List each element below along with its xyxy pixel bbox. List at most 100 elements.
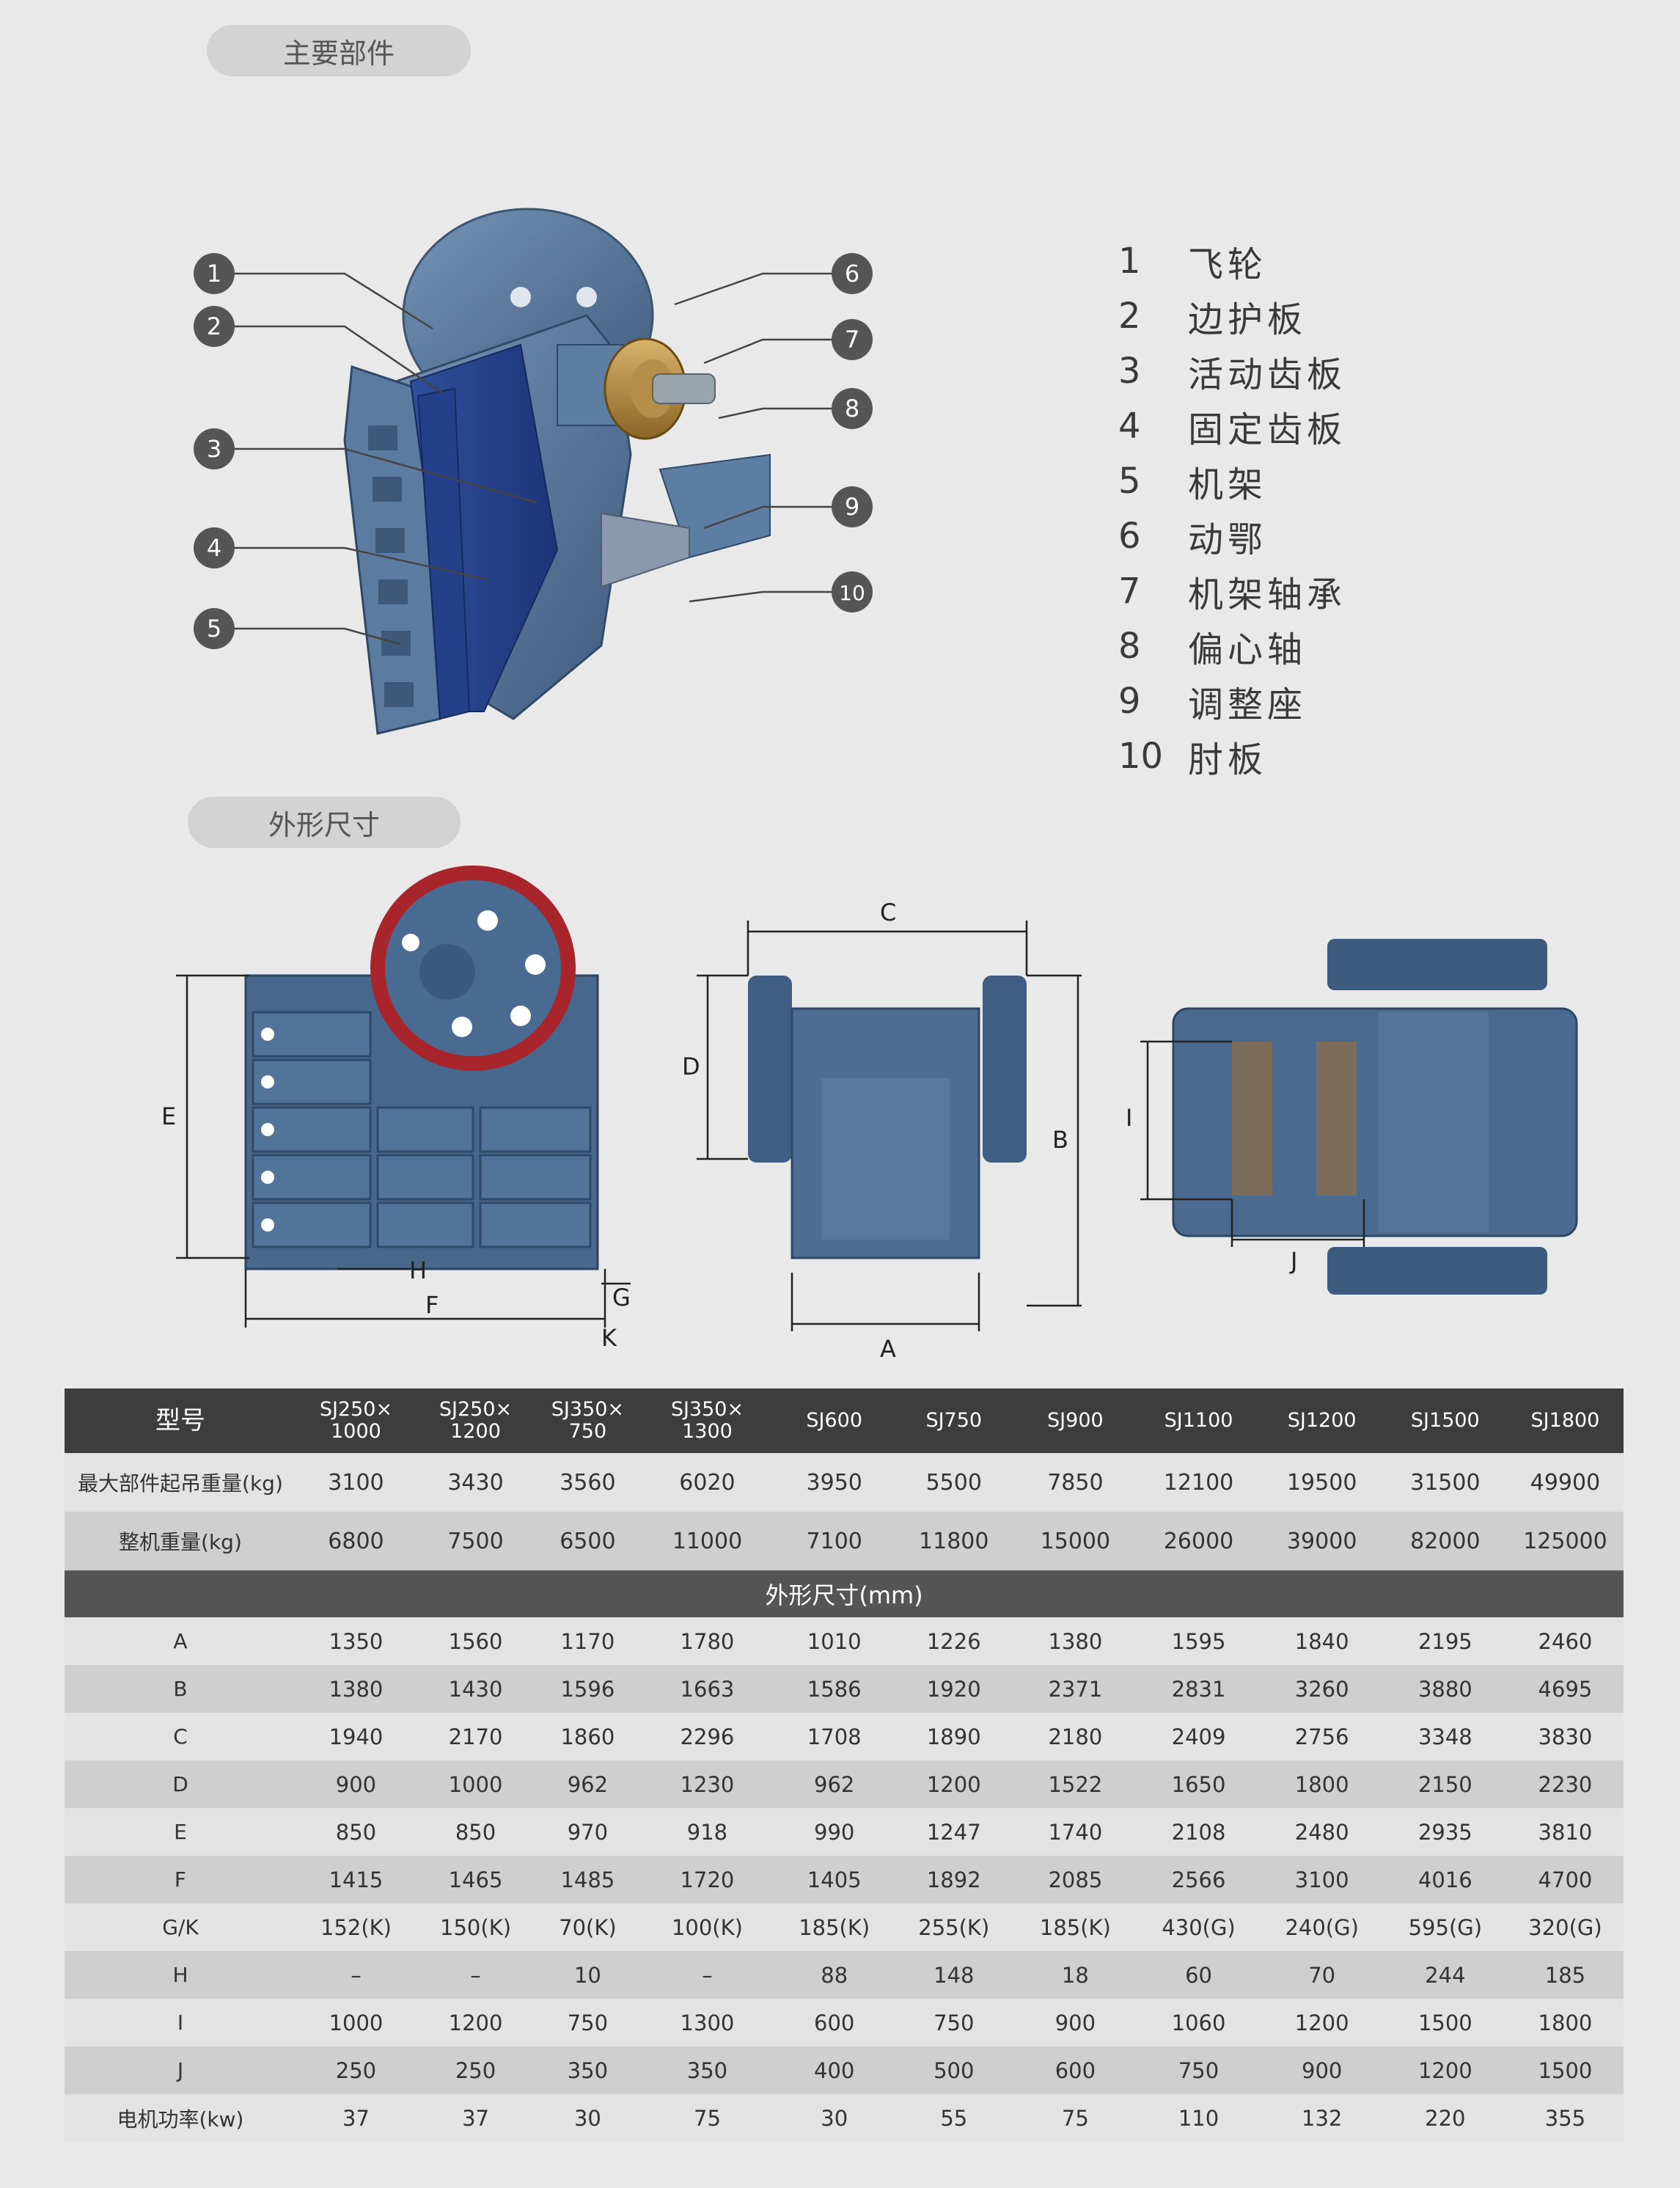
row-label: A (65, 1617, 296, 1665)
table-cell: 250 (416, 2046, 536, 2094)
table-cell: 3950 (774, 1453, 895, 1512)
jaw-crusher-illustration: 1 2 3 4 5 6 7 8 9 10 (194, 208, 873, 735)
table-cell: 2195 (1383, 1617, 1507, 1665)
dim-label-c: C (880, 899, 896, 926)
dim-label-b: B (1052, 1126, 1068, 1154)
table-cell: 75 (1013, 2094, 1137, 2142)
table-cell: 600 (774, 1999, 895, 2046)
svg-text:10: 10 (839, 581, 865, 605)
table-cell: 132 (1260, 2094, 1384, 2142)
table-cell: 1226 (894, 1617, 1014, 1665)
subheader-row: 外形尺寸(mm) (65, 1570, 1624, 1617)
table-cell: 350 (639, 2046, 775, 2094)
header-label: 型号 (65, 1388, 296, 1453)
table-cell: 244 (1383, 1951, 1507, 1999)
callout-markers: 1 2 3 4 5 6 7 8 9 10 (194, 253, 873, 649)
table-cell: 2085 (1013, 1856, 1137, 1903)
table-cell: 2409 (1137, 1713, 1261, 1760)
table-cell: 4695 (1506, 1665, 1624, 1713)
front-view-drawing: C D B A (682, 899, 1082, 1363)
table-cell: 185 (1506, 1951, 1624, 1999)
table-cell: 1780 (639, 1617, 775, 1665)
table-cell: 1586 (774, 1665, 895, 1713)
table-cell: 850 (296, 1808, 416, 1856)
table-cell: 2566 (1137, 1856, 1261, 1903)
table-cell: 990 (774, 1808, 895, 1856)
table-cell: 6800 (296, 1512, 416, 1570)
model-header: SJ350× 1300 (639, 1388, 775, 1453)
table-cell: 1650 (1137, 1760, 1261, 1808)
table-cell: 18 (1013, 1951, 1137, 1999)
table-cell: 970 (535, 1808, 640, 1856)
table-cell: – (639, 1951, 775, 1999)
table-cell: 2170 (416, 1713, 536, 1760)
row-label: 电机功率(kw) (65, 2094, 296, 2142)
table-cell: 6500 (535, 1512, 640, 1570)
table-header-row: 型号 SJ250× 1000 SJ250× 1200 SJ350× 750 SJ… (65, 1388, 1624, 1453)
model-header: SJ750 (894, 1388, 1014, 1453)
svg-text:1: 1 (207, 260, 221, 288)
table-cell: 19500 (1260, 1453, 1384, 1512)
table-cell: 1200 (416, 1999, 536, 2046)
table-cell: 1596 (535, 1665, 640, 1713)
model-header: SJ250× 1200 (416, 1388, 536, 1453)
table-cell: 595(G) (1383, 1903, 1507, 1951)
table-cell: 1170 (535, 1617, 640, 1665)
table-cell: 1800 (1506, 1999, 1624, 2046)
table-cell: 1230 (639, 1760, 775, 1808)
table-cell: 1200 (1383, 2046, 1507, 2094)
table-cell: 100(K) (639, 1903, 775, 1951)
row-label: F (65, 1856, 296, 1903)
table-cell: 1485 (535, 1856, 640, 1903)
table-cell: 75 (639, 2094, 775, 2142)
table-cell: 1800 (1260, 1760, 1384, 1808)
table-cell: 850 (416, 1808, 536, 1856)
top-view-drawing: I J (1126, 939, 1578, 1295)
table-cell: 110 (1137, 2094, 1261, 2142)
table-cell: 1500 (1506, 2046, 1624, 2094)
table-cell: 5500 (894, 1453, 1014, 1512)
table-cell: 39000 (1260, 1512, 1384, 1570)
table-cell: 3430 (416, 1453, 536, 1512)
table-cell: 355 (1506, 2094, 1624, 2142)
table-cell: 962 (535, 1760, 640, 1808)
table-cell: 1940 (296, 1713, 416, 1760)
table-cell: 240(G) (1260, 1903, 1384, 1951)
table-cell: 3348 (1383, 1713, 1507, 1760)
table-cell: 60 (1137, 1951, 1261, 1999)
svg-text:8: 8 (845, 395, 859, 422)
table-cell: 30 (774, 2094, 895, 2142)
table-cell: 88 (774, 1951, 895, 1999)
model-header: SJ1800 (1506, 1388, 1624, 1453)
row-label: I (65, 1999, 296, 2046)
table-cell: 1465 (416, 1856, 536, 1903)
table-cell: 255(K) (894, 1903, 1014, 1951)
svg-text:5: 5 (207, 615, 221, 643)
table-cell: 2460 (1506, 1617, 1624, 1665)
table-cell: 15000 (1013, 1512, 1137, 1570)
table-cell: 1380 (296, 1665, 416, 1713)
table-cell: 1200 (894, 1760, 1014, 1808)
table-cell: 148 (894, 1951, 1014, 1999)
table-cell: 1892 (894, 1856, 1014, 1903)
table-cell: 1200 (1260, 1999, 1384, 2046)
row-label: J (65, 2046, 296, 2094)
table-cell: 2230 (1506, 1760, 1624, 1808)
row-label: D (65, 1760, 296, 1808)
table-cell: 1405 (774, 1856, 895, 1903)
